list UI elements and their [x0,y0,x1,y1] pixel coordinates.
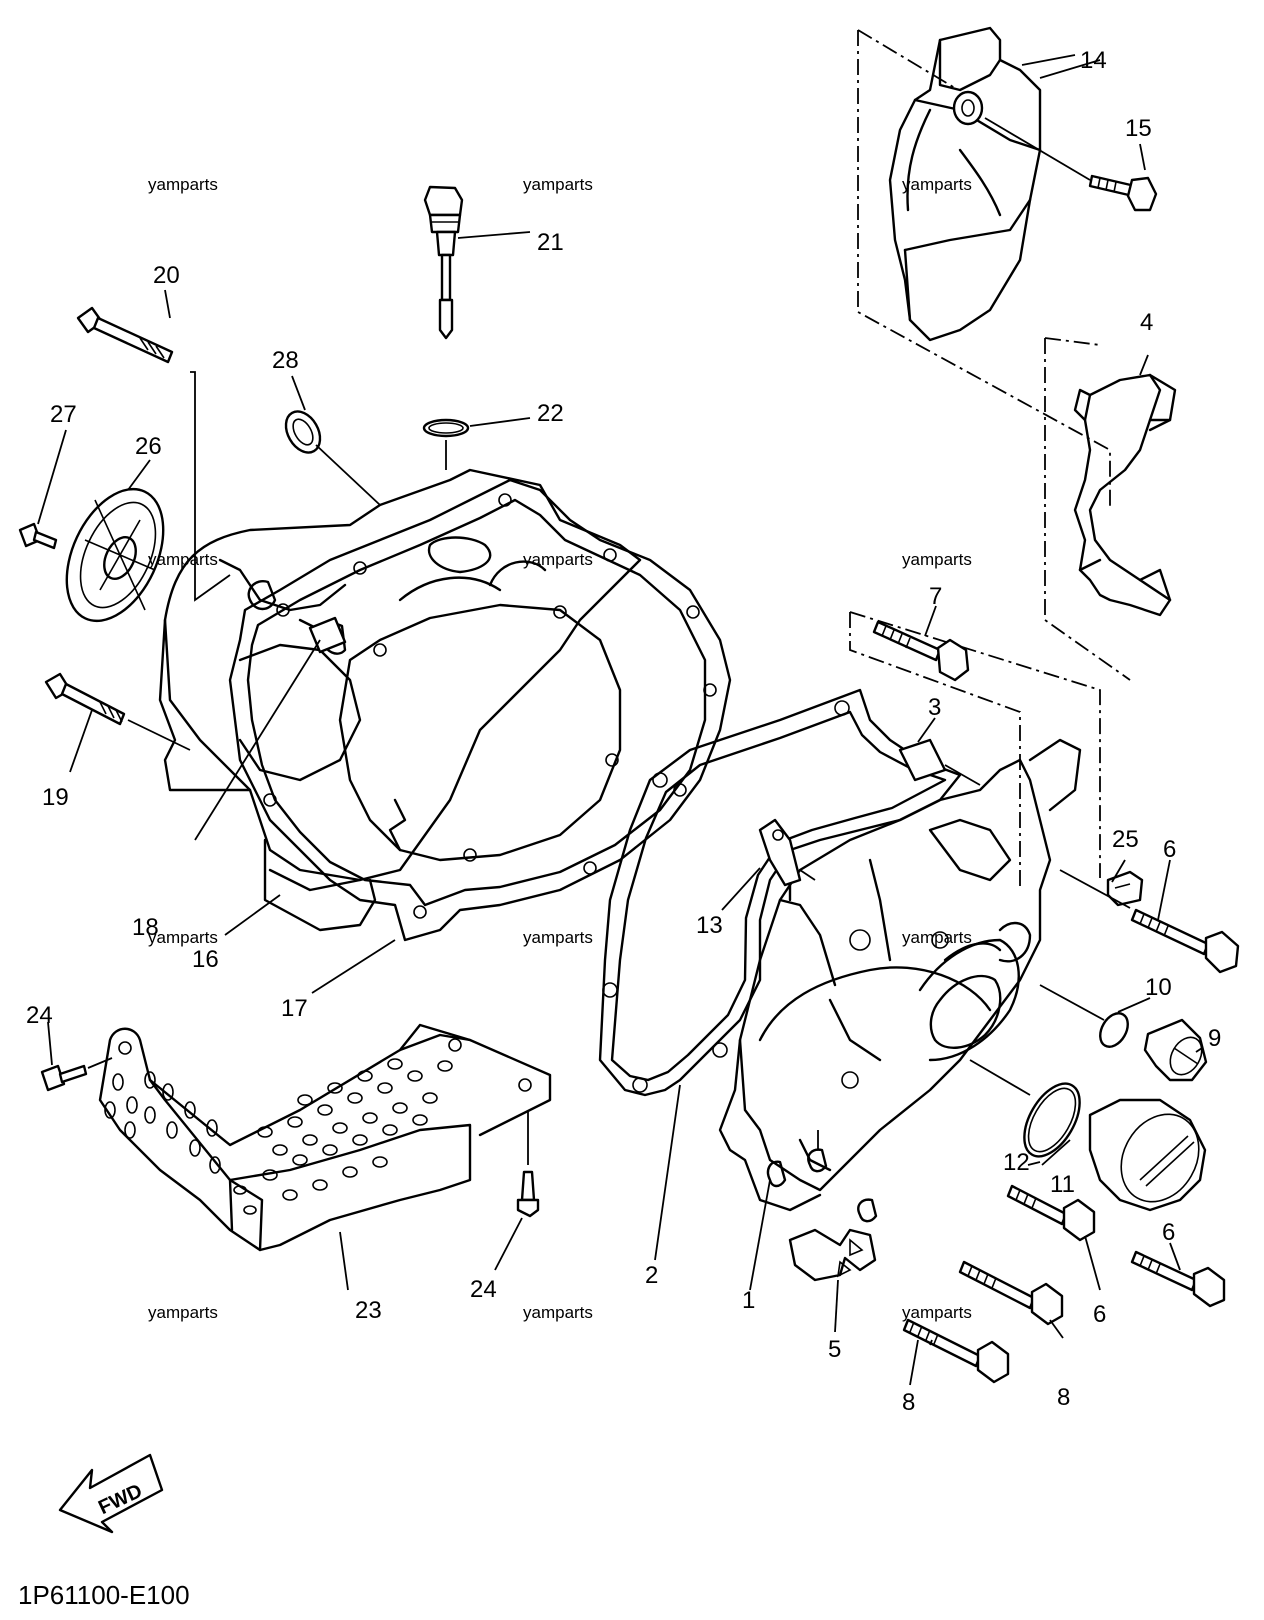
callout-1: 1 [742,1287,755,1314]
watermark: yamparts [523,175,593,194]
callout-8-left: 8 [902,1389,915,1416]
bolt-20 [76,306,231,602]
watermark: yamparts [523,1303,593,1322]
callout-24-left: 24 [26,1002,53,1029]
callout-15: 15 [1125,115,1152,142]
dowel-pin-18 [194,616,347,841]
watermark: yamparts [523,550,593,569]
callout-28: 28 [272,347,299,374]
cover-14 [888,26,1101,342]
bolt-6-lower [1130,1250,1226,1308]
bolt-15 [1088,174,1158,212]
watermark: yamparts [148,928,218,947]
callout-14: 14 [1080,47,1107,74]
callout-22: 22 [537,400,564,427]
dipstick-21 [423,185,464,340]
callout-2: 2 [645,1262,658,1289]
skid-plate-23 [98,1023,552,1252]
callout-9: 9 [1208,1025,1221,1052]
watermark: yamparts [902,175,972,194]
callout-6-middle: 6 [1093,1301,1106,1328]
clamp-5 [788,1228,877,1282]
watermark: yamparts [148,175,218,194]
diagram-code: 1P61100-E100 [18,1580,190,1610]
o-ring-22 [422,418,470,470]
bolt-24-right [516,1110,540,1218]
callout-25: 25 [1112,826,1139,853]
bolt-6-middle [1006,1184,1096,1242]
callout-12: 12 [1003,1149,1030,1176]
leader-lines [37,54,1203,1386]
callout-16: 16 [192,946,219,973]
callout-18: 18 [132,914,159,941]
callout-24-right: 24 [470,1276,497,1303]
oil-seal-28 [284,410,381,506]
plug-9 [1143,1018,1208,1082]
watermark: yamparts [902,1303,972,1322]
o-ring-12 [969,1059,1081,1158]
callout-7: 7 [929,583,942,610]
bolt-19 [44,672,191,751]
crankcase-cover-right [718,738,1082,1223]
watermarks: yamparts yamparts yamparts yamparts yamp… [148,175,972,1322]
gasket-2 [598,688,962,1097]
bolt-8-right [958,1260,1064,1326]
plug-11 [1088,1098,1207,1212]
callout-21: 21 [537,229,564,256]
callout-6-upper: 6 [1163,836,1176,863]
watermark: yamparts [902,550,972,569]
clip-25 [1106,870,1144,907]
callout-5: 5 [828,1336,841,1363]
fwd-arrow: FWD [58,1453,164,1534]
callout-26: 26 [135,433,162,460]
watermark: yamparts [523,928,593,947]
callout-4: 4 [1140,309,1153,336]
bolt-7 [872,620,970,682]
screw-27 [18,522,58,550]
callout-13: 13 [696,912,723,939]
callout-27: 27 [50,401,77,428]
bolt-6-upper [1059,869,1240,974]
callout-3: 3 [928,694,941,721]
callout-17: 17 [281,995,308,1022]
skid-plate-holes [104,1058,453,1215]
clamp-13 [758,818,816,887]
o-ring-10 [1039,984,1129,1048]
bearing-26 [65,487,165,623]
bolt-24-left [40,1057,113,1092]
callouts: 1 2 3 4 5 6 6 6 7 8 8 9 10 11 12 13 14 1… [26,47,1221,1416]
callout-6-lower: 6 [1162,1219,1175,1246]
dowel-pin-3 [898,738,981,786]
cover-4 [1073,373,1177,617]
callout-8-right: 8 [1057,1384,1070,1411]
callout-23: 23 [355,1297,382,1324]
watermark: yamparts [902,928,972,947]
watermark: yamparts [148,1303,218,1322]
watermark: yamparts [148,550,218,569]
callout-10: 10 [1145,974,1172,1001]
bolt-8-left [902,1318,1010,1384]
callout-11: 11 [1050,1171,1075,1198]
callout-19: 19 [42,784,69,811]
callout-20: 20 [153,262,180,289]
